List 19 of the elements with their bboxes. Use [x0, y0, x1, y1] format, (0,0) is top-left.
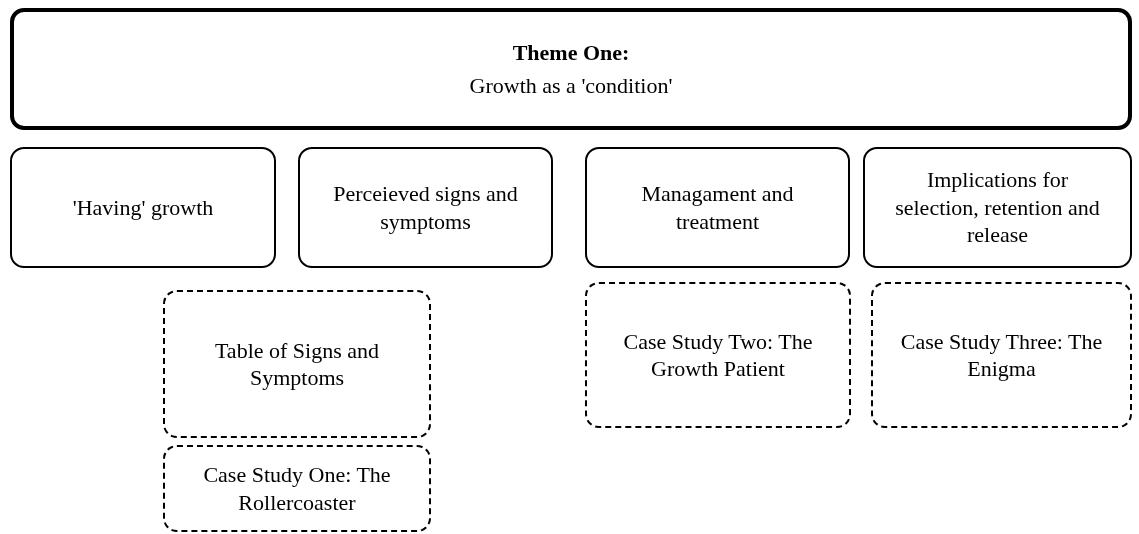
subtheme-box — [585, 147, 850, 268]
label-text: Table of Signs and Symptoms — [213, 336, 380, 392]
label-text: Case Study Two: The Growth Patient — [622, 327, 814, 383]
label-text: Case Study One: The Rollercoaster — [202, 461, 392, 516]
label-text: Managament and treatment — [640, 180, 795, 235]
heading: Theme One: — [512, 38, 630, 66]
dashed-box — [585, 282, 851, 428]
dashed-box — [163, 445, 431, 532]
subtheme-box — [10, 147, 276, 268]
label-text: 'Having' growth — [72, 193, 214, 222]
label-text: Perceieved signs and symptoms — [332, 180, 519, 235]
dashed-box — [871, 282, 1132, 428]
label-text: Growth as a 'condition' — [469, 72, 673, 100]
label-text: Implications for selection, retention and release — [895, 166, 1100, 249]
dashed-box — [163, 290, 431, 438]
subtheme-box — [298, 147, 553, 268]
subtheme-box — [863, 147, 1132, 268]
label-text: Case Study Three: The Enigma — [899, 327, 1104, 383]
theme-box — [10, 8, 1132, 130]
